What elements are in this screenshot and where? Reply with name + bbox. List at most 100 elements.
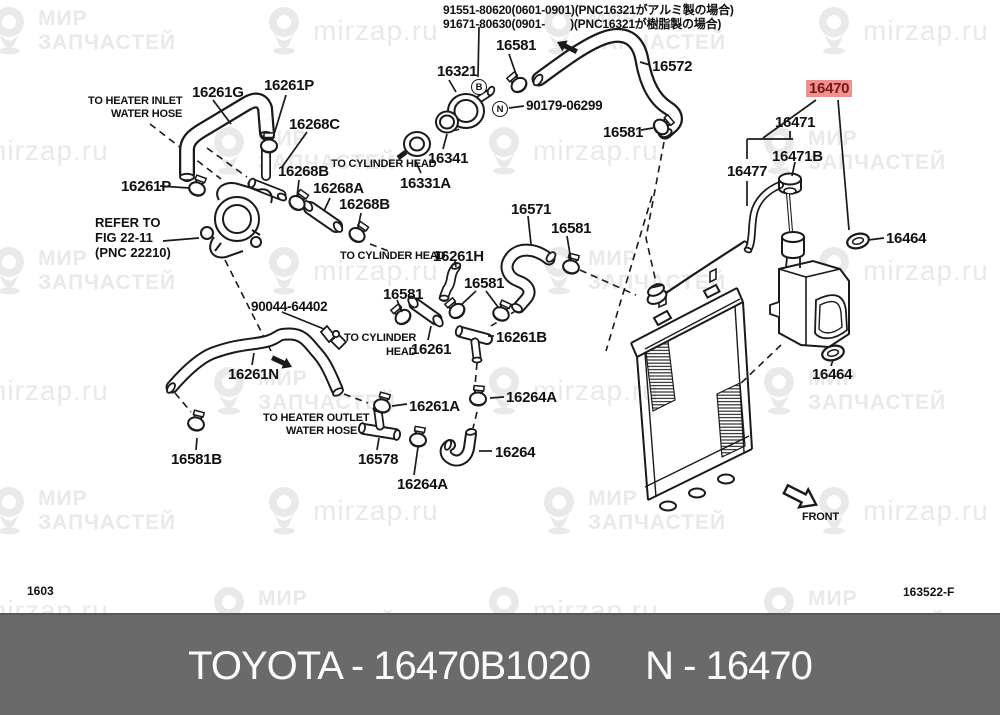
map-pin-icon [0,487,24,535]
watermark-site-text: mirzap.ru [313,15,439,46]
map-pin-icon [268,7,299,55]
watermark-tile: mirzap.ru [0,365,109,415]
watermark-site-text: mirzap.ru [313,495,439,526]
note-to-cylinder-head-3: TO CYLINDER [344,332,417,344]
part-label-16261h: 16261H [433,248,484,265]
part-label-16341: 16341 [428,150,469,167]
part-label-16464-2: 16464 [812,366,853,383]
part-label-16581-b: 16581 [603,124,644,141]
part-label-16470-highlighted[interactable]: 16470 [806,80,853,97]
part-label-16581b: 16581B [171,451,222,468]
note-refer-2: FIG 22-11 [95,230,153,245]
part-label-16321: 16321 [437,63,478,80]
note-part-variant-1: 91551-80620(0601-0901)(PNC16321がアルミ製の場合) [443,3,734,17]
watermark-tile: mirzap.ru [0,125,109,175]
watermark-site-text: mirzap.ru [863,495,989,526]
part-label-16331a: 16331A [400,175,451,192]
diagram-line-art [149,26,885,512]
part-label-16261g: 16261G [192,84,244,101]
direction-arrows [269,36,818,509]
watermark-site-text: mirzap.ru [533,375,659,406]
part-label-16261: 16261 [411,341,452,358]
part-label-16571: 16571 [511,201,552,218]
callout-b: B [471,79,487,95]
water-outlet-assembly [396,93,485,160]
hose-bracket-90044 [319,324,348,351]
part-label-16578: 16578 [358,451,399,468]
part-label-16477: 16477 [727,163,768,180]
part-label-16264a-2: 16264A [506,389,557,406]
map-pin-icon [268,247,299,295]
figure-code: 163522-F [903,585,955,599]
part-label-16261p: 16261P [264,77,314,94]
part-label-16581-a: 16581 [496,37,537,54]
note-part-variant-2: 91671-80630(0901- )(PNC16321が樹脂製の場合) [443,17,722,31]
note-to-cylinder-head-2: TO CYLINDER HEAD [340,250,446,262]
part-label-16268c: 16268C [289,116,340,133]
part-label-16268a: 16268A [313,180,364,197]
part-label-16471b: 16471B [772,148,823,165]
part-label-16261a: 16261A [409,398,460,415]
watermark-site-text: mirzap.ru [863,255,989,286]
note-refer-3: (PNC 22210) [95,245,171,260]
watermark-tile: mirzap.ru [485,125,659,175]
part-label-16261n: 16261N [228,366,279,383]
map-pin-icon [488,367,519,415]
banner-pnc: N - 16470 [645,643,813,688]
label-leader-lines [159,26,885,476]
watermark-tile: mirzap.ru [815,5,989,55]
map-pin-icon [763,127,794,175]
note-to-heater-inlet: TO HEATER INLET [88,95,183,107]
part-label-16261p-2: 16261P [121,178,171,195]
map-pin-icon [268,487,299,535]
part-label-90179-06299: 90179-06299 [526,98,603,113]
page-code: 1603 [27,584,54,598]
watermark-site-text: mirzap.ru [533,135,659,166]
part-label-16268b: 16268B [278,163,329,180]
watermark-site-text: mirzap.ru [0,375,109,406]
callout-n: N [492,101,508,117]
part-label-16464: 16464 [886,230,927,247]
banner-part-number: TOYOTA - 16470B1020 [188,643,591,688]
note-refer-1: REFER TO [95,215,161,230]
watermark-tile: mirzap.ru [265,485,439,535]
map-pin-icon [0,247,24,295]
reservoir-tank [769,172,850,349]
note-front: FRONT [802,511,839,523]
map-pin-icon [213,367,244,415]
hose-openings [166,73,753,451]
note-to-heater-outlet: TO HEATER OUTLET [263,412,370,424]
part-label-16264: 16264 [495,444,536,461]
throttle-body [200,182,273,259]
part-label-16261b: 16261B [496,329,547,346]
watermark-tile: mirzap.ru [815,485,989,535]
note-to-heater-outlet-2: WATER HOSE [286,425,358,437]
map-pin-icon [488,127,519,175]
footer-banner: TOYOTA - 16470B1020 N - 16470 [0,613,1000,715]
map-pin-icon [543,487,574,535]
watermark-tile: mirzap.ru [265,5,439,55]
part-label-16581-d: 16581 [383,286,424,303]
watermark-tile: mirzap.ru [485,365,659,415]
radiator [630,240,753,512]
part-label-90044-64402: 90044-64402 [251,299,328,314]
note-to-cylinder-head-1: TO CYLINDER HEAD [331,158,437,170]
map-pin-icon [818,7,849,55]
part-label-16581-c: 16581 [551,220,592,237]
part-label-16581-e: 16581 [464,275,505,292]
part-label-16471: 16471 [775,114,816,131]
map-pin-icon [818,487,849,535]
watermark-tile: mirzap.ru [265,245,439,295]
part-label-16572: 16572 [652,58,693,75]
